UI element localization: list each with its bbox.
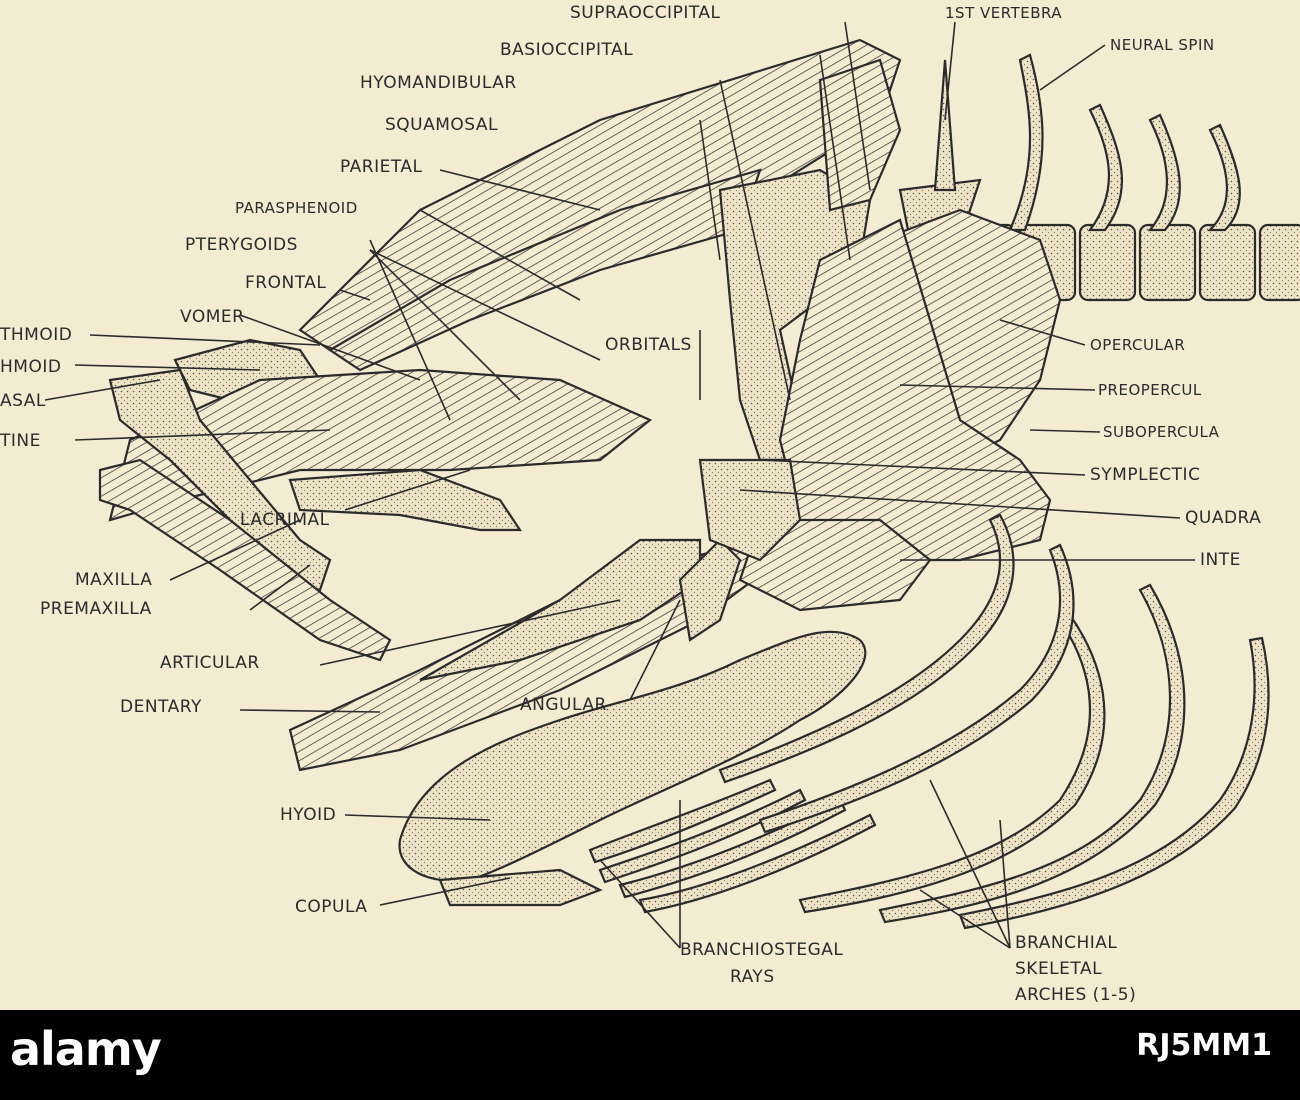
label-branchial-arches: ARCHES (1-5) — [1015, 985, 1136, 1005]
label-orbitals: ORBITALS — [605, 335, 692, 355]
label-quadrate: QUADRA — [1185, 508, 1261, 528]
watermark-banner — [0, 1010, 1300, 1100]
supraoccipital-bone — [818, 58, 902, 212]
label-pterygoids: PTERYGOIDS — [185, 235, 298, 255]
label-neural-spine: NEURAL SPIN — [1110, 36, 1215, 54]
label-opercular: OPERCULAR — [1090, 336, 1185, 354]
branchial-arches — [718, 513, 1270, 930]
lacrimal-bone — [288, 468, 523, 532]
label-vomer: VOMER — [180, 307, 244, 327]
first-vertebra-spine — [933, 59, 957, 192]
label-first-vertebra: 1ST VERTEBRA — [945, 4, 1062, 22]
maxilla-bone — [108, 368, 332, 592]
label-branchiostegal-rays: RAYS — [730, 967, 775, 987]
label-basioccipital: BASIOCCIPITAL — [500, 40, 633, 60]
watermark-image-id: RJ5MM1 — [1136, 1028, 1272, 1063]
label-symplectic: SYMPLECTIC — [1090, 465, 1200, 485]
fish-skull-figure: SUPRAOCCIPITAL 1ST VERTEBRA NEURAL SPIN … — [0, 0, 1300, 1010]
label-hyoid: HYOID — [280, 805, 336, 825]
skull-diagram: SUPRAOCCIPITAL 1ST VERTEBRA NEURAL SPIN … — [0, 3, 1300, 1005]
label-frontal: FRONTAL — [245, 273, 326, 293]
leader-lines — [44, 21, 1195, 949]
label-maxilla: MAXILLA — [75, 570, 152, 590]
label-premaxilla: PREMAXILLA — [40, 599, 152, 619]
label-supraoccipital: SUPRAOCCIPITAL — [570, 3, 721, 23]
interopercular-bone — [738, 518, 932, 612]
label-squamosal: SQUAMOSAL — [385, 115, 498, 135]
copula-bone — [438, 868, 603, 907]
label-branchial-skeletal: SKELETAL — [1015, 959, 1102, 979]
label-articular: ARTICULAR — [160, 653, 260, 673]
label-parasphenoid: PARASPHENOID — [235, 199, 358, 217]
label-interhyal: INTE — [1200, 550, 1241, 570]
label-branchiostegal: BRANCHIOSTEGAL — [680, 940, 843, 960]
label-ethmoid: THMOID — [0, 325, 72, 345]
premaxilla-bone — [98, 458, 392, 662]
label-preopercular: PREOPERCUL — [1098, 381, 1202, 399]
hyoid-bone — [398, 630, 867, 882]
label-mesethmoid: HMOID — [0, 357, 61, 377]
label-angular: ANGULAR — [520, 695, 607, 715]
label-branchial: BRANCHIAL — [1015, 933, 1117, 953]
angular-bone — [678, 538, 742, 642]
label-parietal: PARIETAL — [340, 157, 423, 177]
label-dentary: DENTARY — [120, 697, 202, 717]
label-subopercular: SUBOPERCULA — [1103, 423, 1220, 441]
label-palatine: TINE — [0, 431, 41, 451]
label-nasal: ASAL — [0, 391, 46, 411]
branchiostegal-rays — [588, 778, 877, 914]
label-copula: COPULA — [295, 897, 367, 917]
label-hyomandibular: HYOMANDIBULAR — [360, 73, 517, 93]
preopercular-bone — [778, 218, 1052, 562]
watermark-brand: alamy — [10, 1022, 162, 1076]
label-lacrimal: LACRIMAL — [240, 510, 330, 530]
